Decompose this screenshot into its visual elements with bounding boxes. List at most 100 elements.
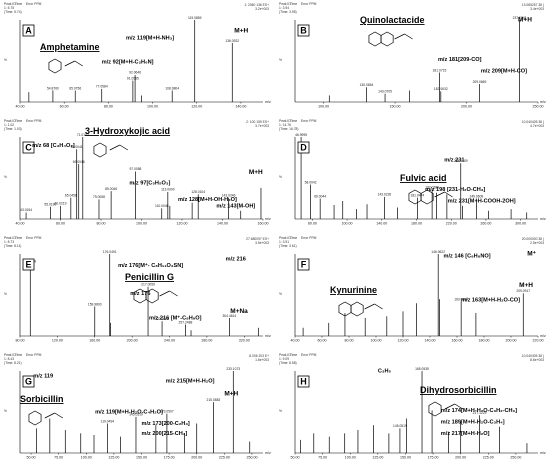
fragment-annotation: m/z 216 xyxy=(226,257,246,263)
header-field: Error PPM xyxy=(301,2,317,6)
x-axis-unit: m/z xyxy=(540,100,546,104)
peak-label: 176.0491 xyxy=(103,250,117,254)
fragment-annotation: m/z 189[M+H-H₂O-C₃H₄] xyxy=(441,419,505,425)
reference-info: 3.4e+003 xyxy=(530,7,544,11)
peak-label: 92.0646 xyxy=(129,71,141,75)
peak-label: 113.0000 xyxy=(161,188,175,192)
ring-mark xyxy=(48,58,62,74)
x-tick-label: 75.00 xyxy=(318,456,327,460)
x-tick-label: 100.00 xyxy=(345,456,356,460)
x-tick-label: 225.00 xyxy=(483,456,494,460)
peak-label: 85.0046 xyxy=(105,187,117,191)
header-value: 1: 8.43 xyxy=(4,357,14,361)
x-tick-label: 175.00 xyxy=(164,456,175,460)
header-value: (Time: 5.74) xyxy=(4,10,22,14)
panel-letter: E xyxy=(25,260,31,270)
header-value: (Time: 8.58) xyxy=(279,361,297,365)
peak-label: 108.9804 xyxy=(165,86,179,90)
fragment-annotation: m/z 146 [C₉H₈NO] xyxy=(444,253,491,259)
header-field: Error PPM xyxy=(26,2,42,6)
peak-label: 231.0409 xyxy=(454,159,468,163)
fragment-annotation: m/z 217[M+H-H₂O] xyxy=(441,431,490,437)
y-axis-label: % xyxy=(279,292,282,296)
fragment-annotation: m/z 231 xyxy=(444,158,464,164)
peak-label: 130.0654 xyxy=(360,83,374,87)
fragment-annotation: m/z 119[M+H-H₂O-C₄H₂O] xyxy=(95,410,163,416)
x-tick-label: 80.00 xyxy=(97,222,106,226)
header-field: Error PPM xyxy=(26,119,42,123)
x-axis-unit: m/z xyxy=(540,451,546,455)
compound-name: Fulvic acid xyxy=(400,173,447,183)
header-field: Time xyxy=(15,2,22,6)
header-field: Time xyxy=(15,353,22,357)
y-axis-label: % xyxy=(279,175,282,179)
peak-label: 54.8760 xyxy=(47,86,59,90)
x-tick-label: 200.00 xyxy=(461,105,472,109)
x-tick-label: 250.00 xyxy=(533,105,544,109)
peak-label: 60.0219 xyxy=(55,202,67,206)
reference-info: 1: 2060 136 ES+ xyxy=(244,3,269,7)
peak-label: 65.0458 xyxy=(65,193,77,197)
fragment-annotation: M+H xyxy=(249,169,263,176)
structure-sketch xyxy=(408,189,453,205)
peak-label: 182.0632 xyxy=(434,87,448,91)
x-tick-label: 200.00 xyxy=(127,339,138,343)
header-field: Time xyxy=(290,2,297,6)
peak-label: 249.0609 xyxy=(469,194,483,198)
x-tick-label: 120.00 xyxy=(398,339,409,343)
peak-label: 119.0859 xyxy=(188,16,202,20)
chain-mark xyxy=(54,412,63,419)
reference-info: 3.5e+003 xyxy=(255,241,269,245)
y-axis-label: % xyxy=(4,58,7,62)
x-tick-label: 60.00 xyxy=(60,105,69,109)
x-axis-unit: m/z xyxy=(265,451,271,455)
x-tick-label: 320.00 xyxy=(239,339,250,343)
x-tick-label: 100.00 xyxy=(81,456,92,460)
fragment-annotation: m/z 128[M+H-OH-H₂O] xyxy=(178,197,237,203)
peak-label: 304.4614 xyxy=(222,314,236,318)
fragment-annotation: M+H xyxy=(234,27,248,34)
header-field: Peak ID xyxy=(279,353,291,357)
peak-label: 145.0519 xyxy=(393,424,407,428)
fragment-annotation: M+H xyxy=(518,17,532,24)
reference-info: 13.085257 38 ( xyxy=(522,3,545,7)
fragment-annotation: m/z 92[M+H-C₂H₆N] xyxy=(102,59,154,65)
x-tick-label: 40.00 xyxy=(16,222,25,226)
header-value: 1: 5.75 xyxy=(4,6,14,10)
header-field: Error PPM xyxy=(26,353,42,357)
x-tick-label: 200.00 xyxy=(191,456,202,460)
reference-info: 20.000000 38 ( xyxy=(522,237,545,241)
fragment-annotation: m/z 143[M-OH] xyxy=(216,204,255,210)
peak-label: 55.0190 xyxy=(44,203,56,207)
x-tick-label: 180.00 xyxy=(479,339,490,343)
header-value: (Time: 1.03) xyxy=(4,127,22,131)
panel-letter-box xyxy=(22,141,35,154)
peak-label: 145.0519 xyxy=(129,413,143,417)
fragment-annotation: m/z 209[M+H-CO] xyxy=(481,68,527,74)
fragment-annotation: M⁺ xyxy=(527,251,536,258)
reference-info: 2: 100 159 ES+ xyxy=(246,120,269,124)
peak-label: 146.0622 xyxy=(431,250,445,254)
x-axis-unit: m/z xyxy=(265,100,271,104)
fragment-annotation: m/z 176[M⁺- C₈H₁₁O₃SN] xyxy=(118,262,183,269)
fragment-annotation: m/z 231[M+H-COOH-2OH] xyxy=(448,199,516,205)
peak-label: 110.0046 xyxy=(155,204,169,208)
ring-mark xyxy=(145,288,159,304)
panel-letter: F xyxy=(301,260,307,270)
x-tick-label: 200.00 xyxy=(455,456,466,460)
header-field: Time xyxy=(15,236,22,240)
fragment-annotation: M+H xyxy=(224,391,238,398)
header-field: Error PPM xyxy=(301,236,317,240)
reference-info: 3.7e+003 xyxy=(255,124,269,128)
x-tick-label: 125.00 xyxy=(108,456,119,460)
reference-info: 10.040405 38 ( xyxy=(522,354,545,358)
chain-mark xyxy=(159,290,170,297)
fragment-annotation: m/z 181[209-CO] xyxy=(438,57,482,63)
peak-label: 143.0246 xyxy=(222,193,236,197)
header-value: 1: 3.94 xyxy=(279,6,289,10)
x-tick-label: 50.00 xyxy=(27,456,36,460)
structure-sketch xyxy=(133,288,178,304)
